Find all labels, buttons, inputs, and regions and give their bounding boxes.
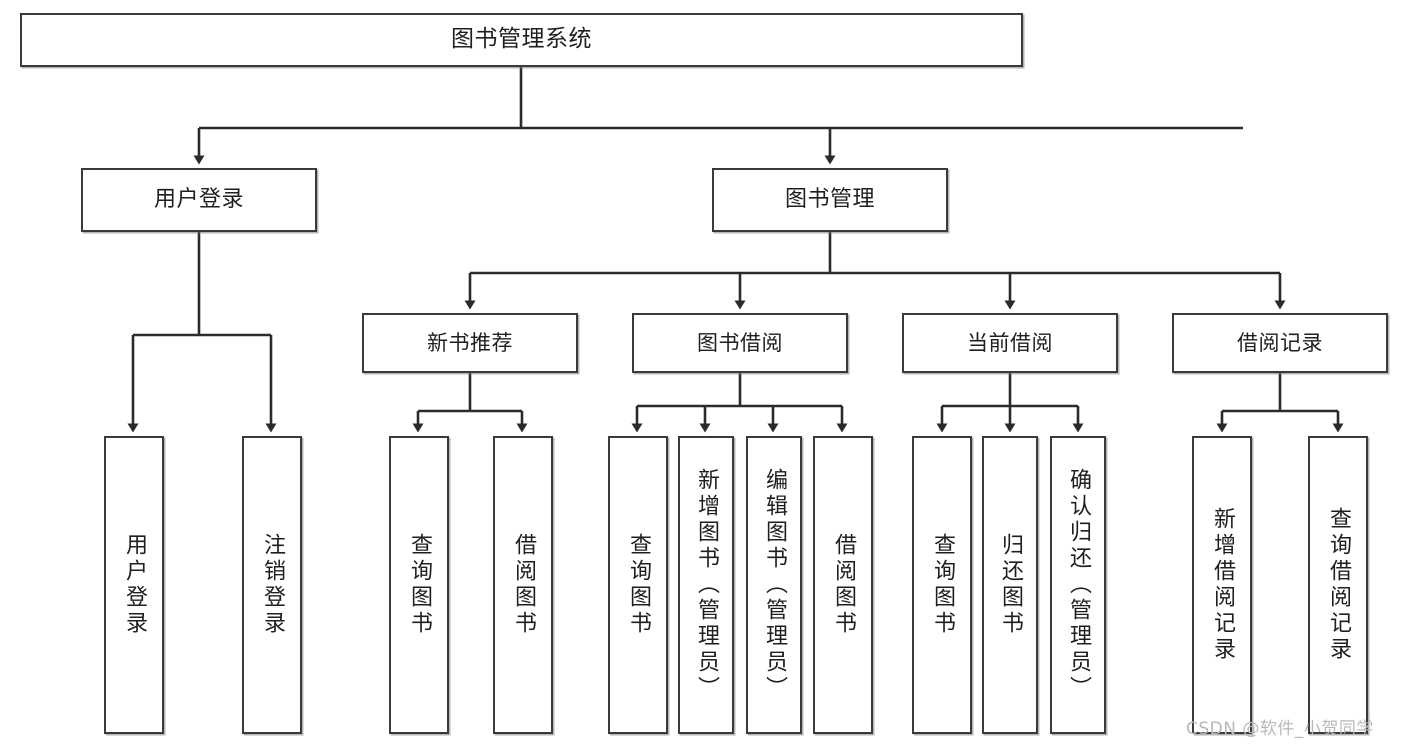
leaf-query-book-borrowing[interactable]: 查询图书 bbox=[608, 436, 668, 734]
node-label: 借阅图书 bbox=[511, 533, 536, 637]
node-label: 确认归还（管理员） bbox=[1066, 468, 1091, 702]
leaf-query-borrowing-record[interactable]: 查询借阅记录 bbox=[1308, 436, 1368, 734]
node-label: 新增借阅记录 bbox=[1210, 507, 1235, 663]
node-label: 查询图书 bbox=[626, 533, 651, 637]
node-label: 新增图书（管理员） bbox=[694, 468, 719, 702]
node-borrowing-record[interactable]: 借阅记录 bbox=[1172, 313, 1388, 373]
node-label: 查询图书 bbox=[407, 533, 432, 637]
node-label: 新书推荐 bbox=[427, 330, 513, 355]
node-book-management[interactable]: 图书管理 bbox=[712, 168, 948, 232]
node-root-book-management-system[interactable]: 图书管理系统 bbox=[20, 13, 1023, 67]
node-label: 当前借阅 bbox=[967, 330, 1053, 355]
node-label: 编辑图书（管理员） bbox=[762, 468, 787, 702]
node-label: 借阅图书 bbox=[831, 533, 856, 637]
csdn-watermark: CSDN @软件_小贺同学 bbox=[1186, 719, 1374, 739]
leaf-borrow-book-borrowing[interactable]: 借阅图书 bbox=[813, 436, 873, 734]
node-current-borrowing[interactable]: 当前借阅 bbox=[902, 313, 1118, 373]
leaf-query-book-recommendation[interactable]: 查询图书 bbox=[389, 436, 449, 734]
node-label: 归还图书 bbox=[998, 533, 1023, 637]
node-new-book-recommendation[interactable]: 新书推荐 bbox=[362, 313, 578, 373]
node-label: 注销登录 bbox=[260, 533, 285, 637]
node-book-borrowing[interactable]: 图书借阅 bbox=[632, 313, 848, 373]
leaf-return-book[interactable]: 归还图书 bbox=[982, 436, 1038, 734]
node-label: 图书管理系统 bbox=[451, 26, 592, 53]
leaf-add-book-admin[interactable]: 新增图书（管理员） bbox=[678, 436, 734, 734]
leaf-add-borrowing-record[interactable]: 新增借阅记录 bbox=[1192, 436, 1252, 734]
leaf-edit-book-admin[interactable]: 编辑图书（管理员） bbox=[746, 436, 802, 734]
node-label: 图书管理 bbox=[784, 187, 875, 213]
leaf-confirm-return-admin[interactable]: 确认归还（管理员） bbox=[1050, 436, 1106, 734]
leaf-borrow-book-recommendation[interactable]: 借阅图书 bbox=[493, 436, 553, 734]
node-label: 用户登录 bbox=[153, 187, 244, 213]
node-label: 图书借阅 bbox=[697, 330, 783, 355]
leaf-user-logout[interactable]: 注销登录 bbox=[242, 436, 302, 734]
node-label: 用户登录 bbox=[122, 533, 147, 637]
node-label: 查询借阅记录 bbox=[1326, 507, 1351, 663]
leaf-query-book-current[interactable]: 查询图书 bbox=[912, 436, 972, 734]
node-label: 借阅记录 bbox=[1237, 330, 1323, 355]
leaf-user-login[interactable]: 用户登录 bbox=[104, 436, 164, 734]
node-user-login[interactable]: 用户登录 bbox=[81, 168, 317, 232]
node-label: 查询图书 bbox=[930, 533, 955, 637]
